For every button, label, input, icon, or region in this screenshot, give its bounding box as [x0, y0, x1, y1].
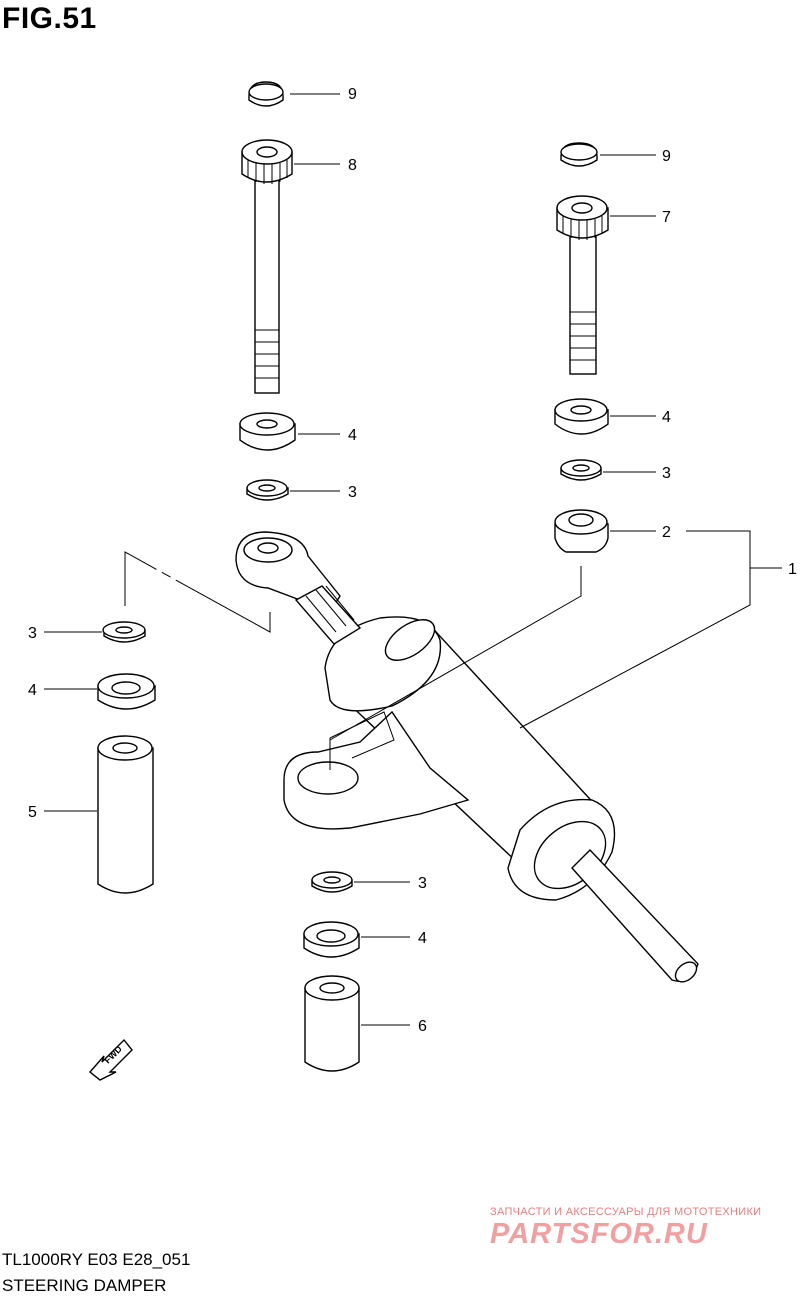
callout-7: 7: [662, 209, 671, 226]
callout-9-right: 9: [662, 148, 671, 165]
part-bolt-7[interactable]: [556, 195, 609, 375]
callout-numbers: 9 8 4 3 9 7 4 3 2 1 3 4 5 3 4 6: [28, 86, 797, 1035]
part-washer-4-left-top[interactable]: [239, 412, 296, 451]
watermark-brand: PARTSFOR.RU: [490, 1218, 708, 1250]
callout-4-left-top: 4: [348, 427, 357, 444]
part-washer-4-left-mid[interactable]: [97, 673, 156, 710]
part-washer-3-lower[interactable]: [311, 871, 353, 893]
callout-9-left: 9: [348, 86, 357, 103]
watermark-tagline: ЗАПЧАСТИ И АКСЕССУАРЫ ДЛЯ МОТОТЕХНИКИ: [490, 1206, 762, 1218]
part-bush-2[interactable]: [554, 509, 609, 553]
section-name: STEERING DAMPER: [2, 1276, 167, 1295]
figure-title: FIG.51: [2, 2, 97, 35]
callout-4-lower: 4: [418, 930, 427, 947]
callout-3-left-top: 3: [348, 484, 357, 501]
callout-4-right: 4: [662, 409, 671, 426]
callout-8: 8: [348, 157, 357, 174]
part-cap-9-right[interactable]: [560, 142, 598, 167]
callout-3-lower: 3: [418, 875, 427, 892]
callout-5: 5: [28, 804, 37, 821]
part-spacer-6[interactable]: [304, 975, 360, 1072]
callout-3-left-mid: 3: [28, 625, 37, 642]
part-washer-4-right[interactable]: [554, 398, 609, 435]
part-steering-damper-1[interactable]: [235, 531, 700, 986]
callout-1: 1: [788, 561, 797, 578]
part-washer-3-right[interactable]: [560, 459, 602, 481]
part-bolt-8[interactable]: [241, 139, 293, 394]
part-washer-3-left-top[interactable]: [246, 479, 289, 501]
model-code: TL1000RY E03 E28_051: [2, 1250, 191, 1269]
callout-6: 6: [418, 1018, 427, 1035]
leader-lines: [44, 93, 782, 1026]
part-washer-4-lower[interactable]: [303, 921, 360, 958]
callout-2: 2: [662, 524, 671, 541]
fwd-direction-arrow: FWD: [88, 1038, 133, 1081]
callout-3-right: 3: [662, 465, 671, 482]
part-spacer-5[interactable]: [97, 735, 154, 894]
part-washer-3-left-mid[interactable]: [102, 621, 146, 643]
part-cap-9-left[interactable]: [248, 81, 284, 107]
callout-4-left-mid: 4: [28, 682, 37, 699]
